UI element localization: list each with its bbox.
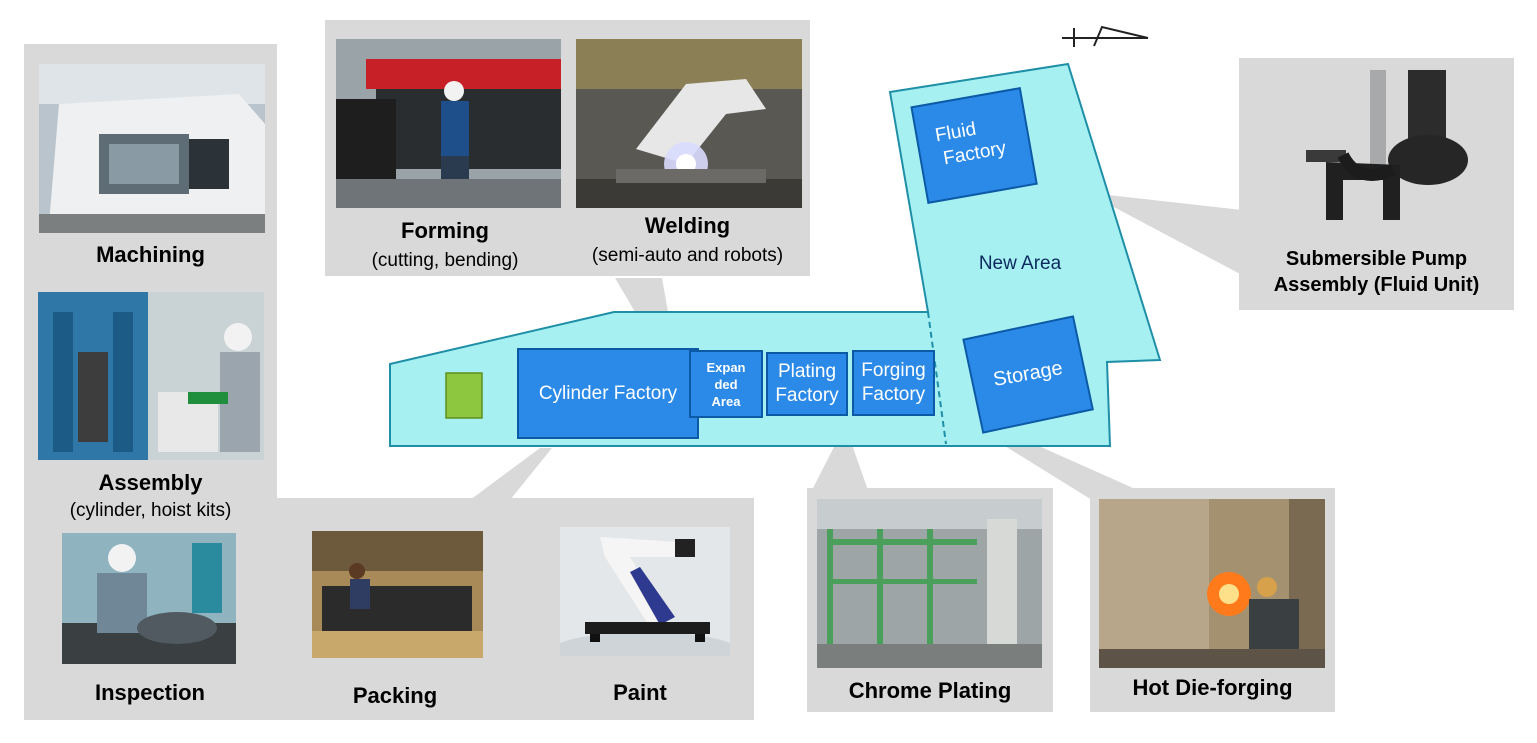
welding-callout: [615, 278, 668, 312]
packing-photo: [312, 531, 483, 658]
green-marker: [445, 372, 483, 419]
pump-photo: [1298, 70, 1478, 230]
cylinder-factory-box: Cylinder Factory: [517, 348, 699, 439]
assembly-subcaption: (cylinder, hoist kits): [69, 500, 232, 521]
paint-caption: Paint: [613, 680, 667, 705]
north-arrow-icon: [1062, 25, 1149, 47]
forming-subcaption: (cutting, bending): [371, 250, 519, 271]
cylinder-factory-label: Cylinder Factory: [538, 382, 678, 404]
new-area-label: New Area: [978, 253, 1062, 274]
plating-factory-line2: Factory: [775, 385, 839, 406]
chrome-plating-caption: Chrome Plating: [848, 678, 1012, 703]
chrome-plating-photo: [817, 499, 1042, 668]
paint-photo: [560, 527, 730, 656]
welding-caption: Welding: [644, 213, 731, 238]
welding-photo: [576, 39, 802, 208]
fluid-factory-box: [910, 87, 1038, 204]
forming-caption: Forming: [401, 218, 489, 243]
cylinder-callout: [470, 448, 552, 500]
assembly-caption: Assembly: [98, 470, 203, 495]
pump-caption-line1: Submersible Pump: [1285, 248, 1468, 270]
inspection-caption: Inspection: [94, 680, 205, 705]
forming-photo: [336, 39, 561, 208]
assembly-photo: [38, 292, 264, 460]
pump-callout: [1108, 195, 1242, 275]
expansion-boundary-line: [927, 311, 947, 445]
forging-factory-line1: Forging: [861, 360, 926, 381]
storage-box: [962, 315, 1094, 434]
plating-factory-box: Plating Factory: [766, 352, 848, 416]
plating-factory-line1: Plating: [777, 361, 837, 382]
pump-caption-line2: Assembly (Fluid Unit): [1273, 274, 1480, 296]
forging-caption: Hot Die-forging: [1132, 675, 1293, 700]
forging-factory-box: Forging Factory: [852, 350, 935, 416]
machining-caption: Machining: [96, 242, 205, 267]
expanded-area-line2: ded: [714, 376, 738, 392]
expanded-area-box: Expan ded Area: [689, 350, 763, 418]
expanded-area-line1: Expan: [706, 359, 746, 375]
welding-subcaption: (semi-auto and robots): [591, 245, 784, 266]
chrome-callout: [812, 445, 868, 490]
inspection-photo: [62, 533, 236, 664]
expanded-area-line3: Area: [711, 393, 741, 409]
packing-caption: Packing: [352, 683, 438, 708]
forging-photo: [1099, 499, 1325, 668]
forging-factory-line2: Factory: [861, 384, 926, 405]
machining-photo: [39, 64, 265, 233]
